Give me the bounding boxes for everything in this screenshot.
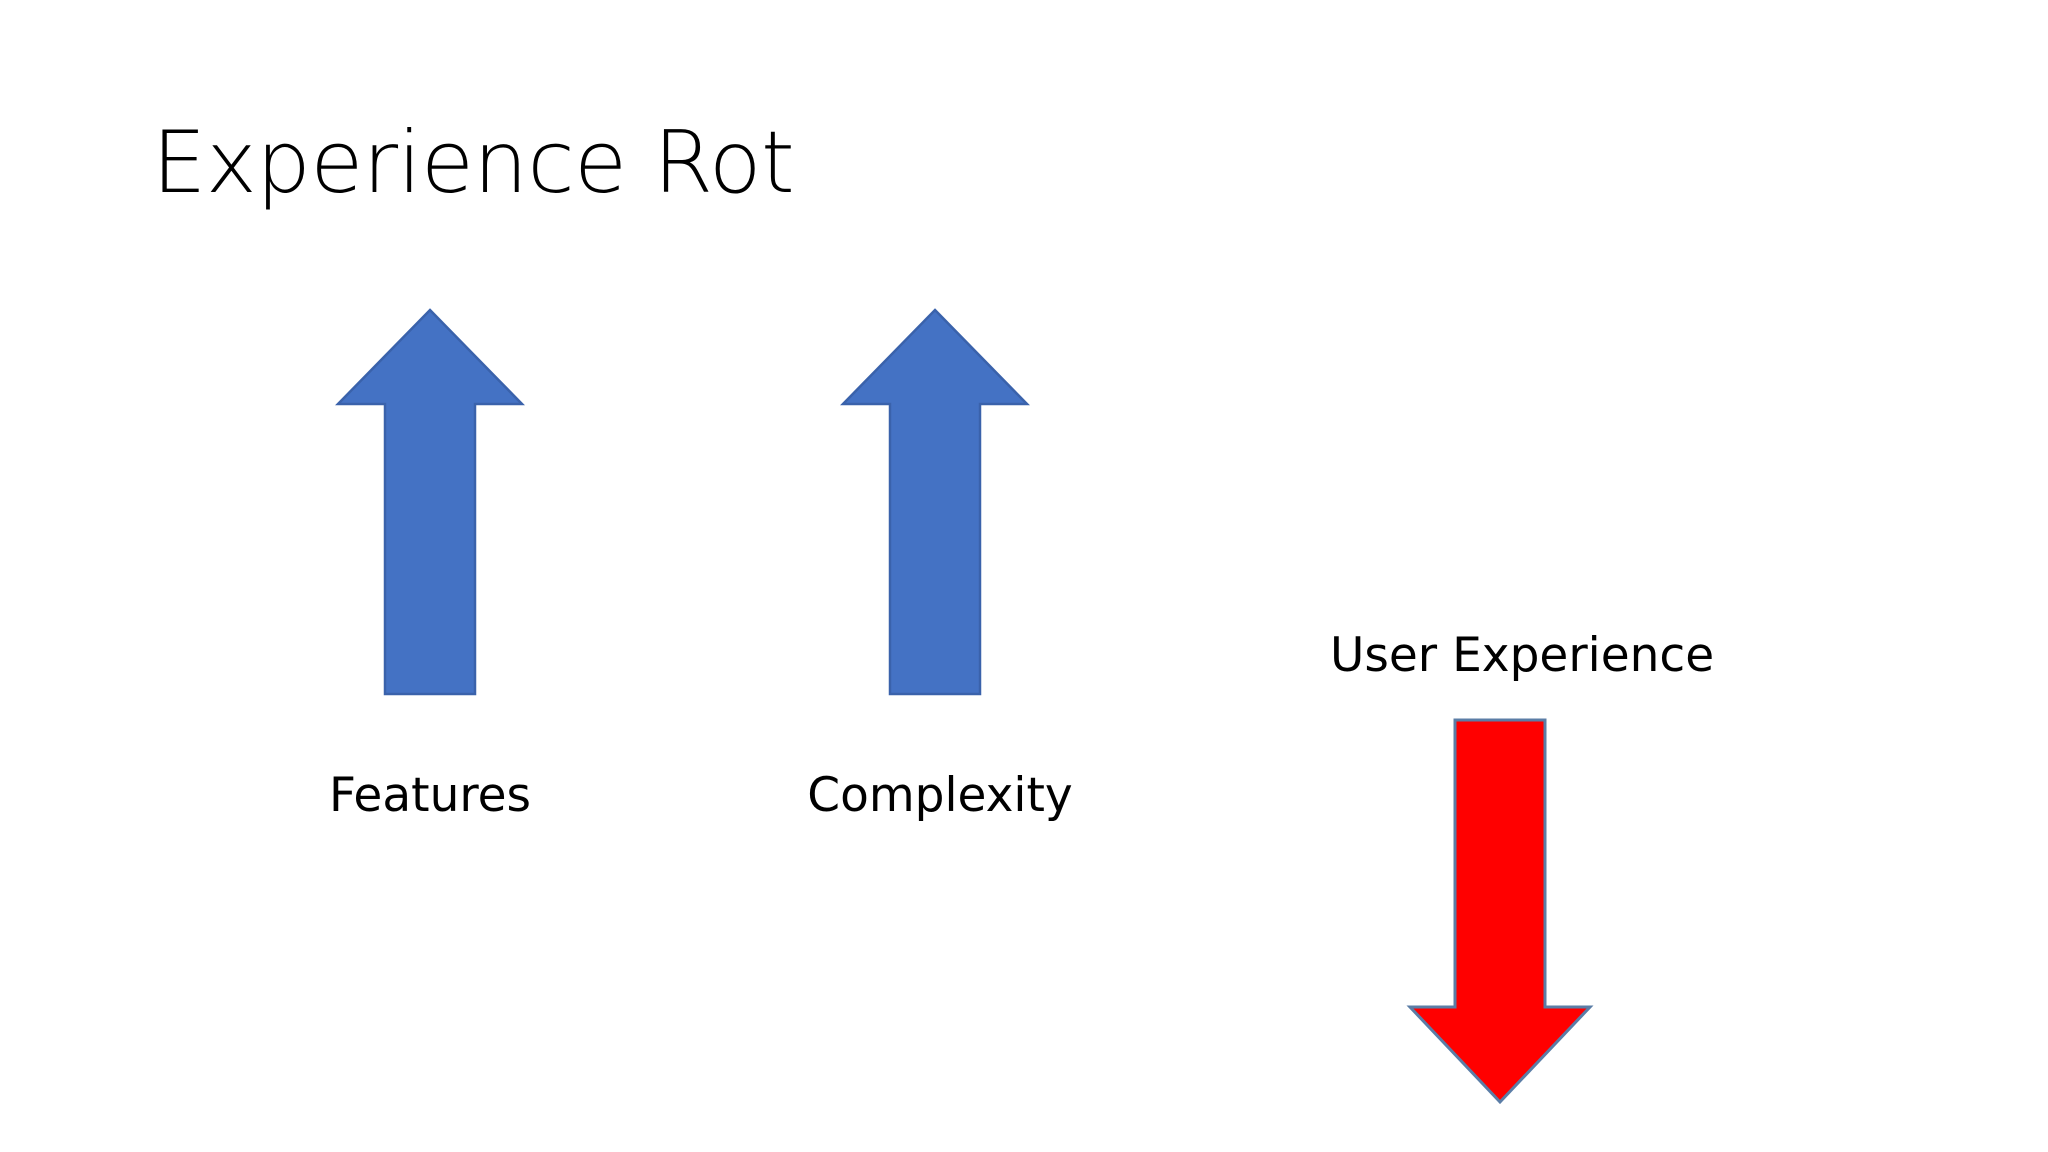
label-features: Features [328, 768, 532, 823]
arrow-down-user-experience-group [1400, 712, 1600, 1112]
arrow-up-features-group [330, 300, 530, 704]
arrow-up-icon [335, 308, 525, 696]
arrow-up-complexity-group [835, 300, 1035, 704]
arrow-down-icon [1406, 718, 1594, 1105]
page-title: Experience Rot [152, 113, 795, 213]
label-complexity: Complexity [807, 768, 1073, 823]
label-user-experience: User Experience [1330, 628, 1715, 683]
arrow-up-icon [840, 308, 1030, 696]
